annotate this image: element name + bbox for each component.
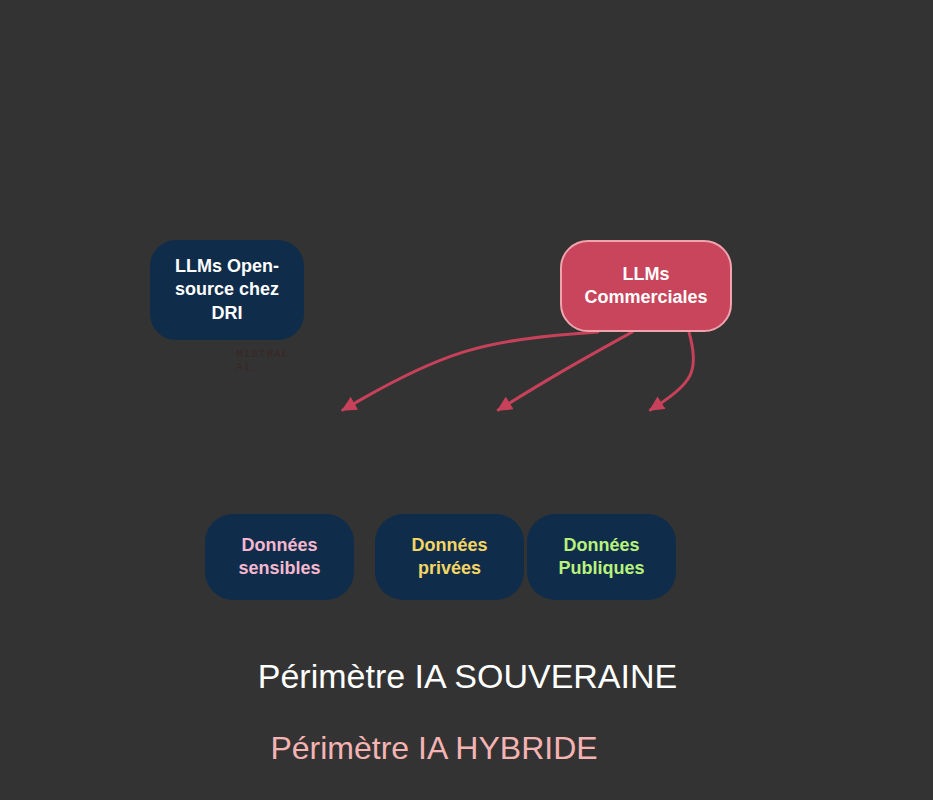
data-label-box: Données sensibles — [205, 514, 354, 600]
private-data-icon — [410, 418, 486, 498]
data-label-box: Données privées — [375, 514, 524, 600]
arrow-connector — [498, 332, 632, 410]
sensitive-data-icon — [245, 428, 324, 498]
data-label-box: Données Publiques — [527, 514, 676, 600]
commercial-llm-box: LLMs Commerciales — [560, 240, 732, 332]
region-title: Périmètre IA HYBRIDE — [0, 728, 868, 770]
arrow-connector — [650, 332, 693, 410]
arrow-connector — [343, 332, 598, 410]
private-data-box: Données privées — [375, 410, 520, 600]
openai-logo — [769, 242, 811, 284]
open-source-llm-box: LLMs Open-source chez DRI — [150, 240, 304, 340]
sovereign-perimeter: LLMs Open-source chez DRI Données sensibl… — [65, 42, 870, 700]
node-text: LLMs Open-source chez DRI — [160, 255, 294, 325]
public-data-icon — [548, 416, 665, 500]
node-text: Données privées — [385, 534, 514, 581]
public-data-box: Données Publiques — [527, 410, 672, 600]
cloud-server-icon — [572, 97, 720, 218]
cloud-server-icon — [152, 97, 300, 218]
node-text: Données Publiques — [537, 534, 666, 581]
plus-symbol — [421, 118, 498, 191]
anthropic-logo — [764, 289, 816, 331]
node-text: Données sensibles — [215, 534, 344, 581]
data-disk — [105, 370, 815, 645]
node-text: Périmètre IA SOUVERAINE — [65, 654, 870, 698]
node-text: Périmètre IA HYBRIDE — [0, 728, 868, 770]
llama-logo — [135, 340, 197, 379]
blocked-cross — [426, 316, 452, 350]
mistral-logo — [200, 345, 235, 375]
region-title: Périmètre IA SOUVERAINE — [65, 654, 870, 698]
node-text: LLMs Commerciales — [572, 263, 720, 310]
sensitive-data-box: Données sensibles — [205, 410, 350, 600]
logo-label: MISTRAL AI_ — [236, 348, 298, 374]
l-shaped-region — [65, 42, 870, 700]
